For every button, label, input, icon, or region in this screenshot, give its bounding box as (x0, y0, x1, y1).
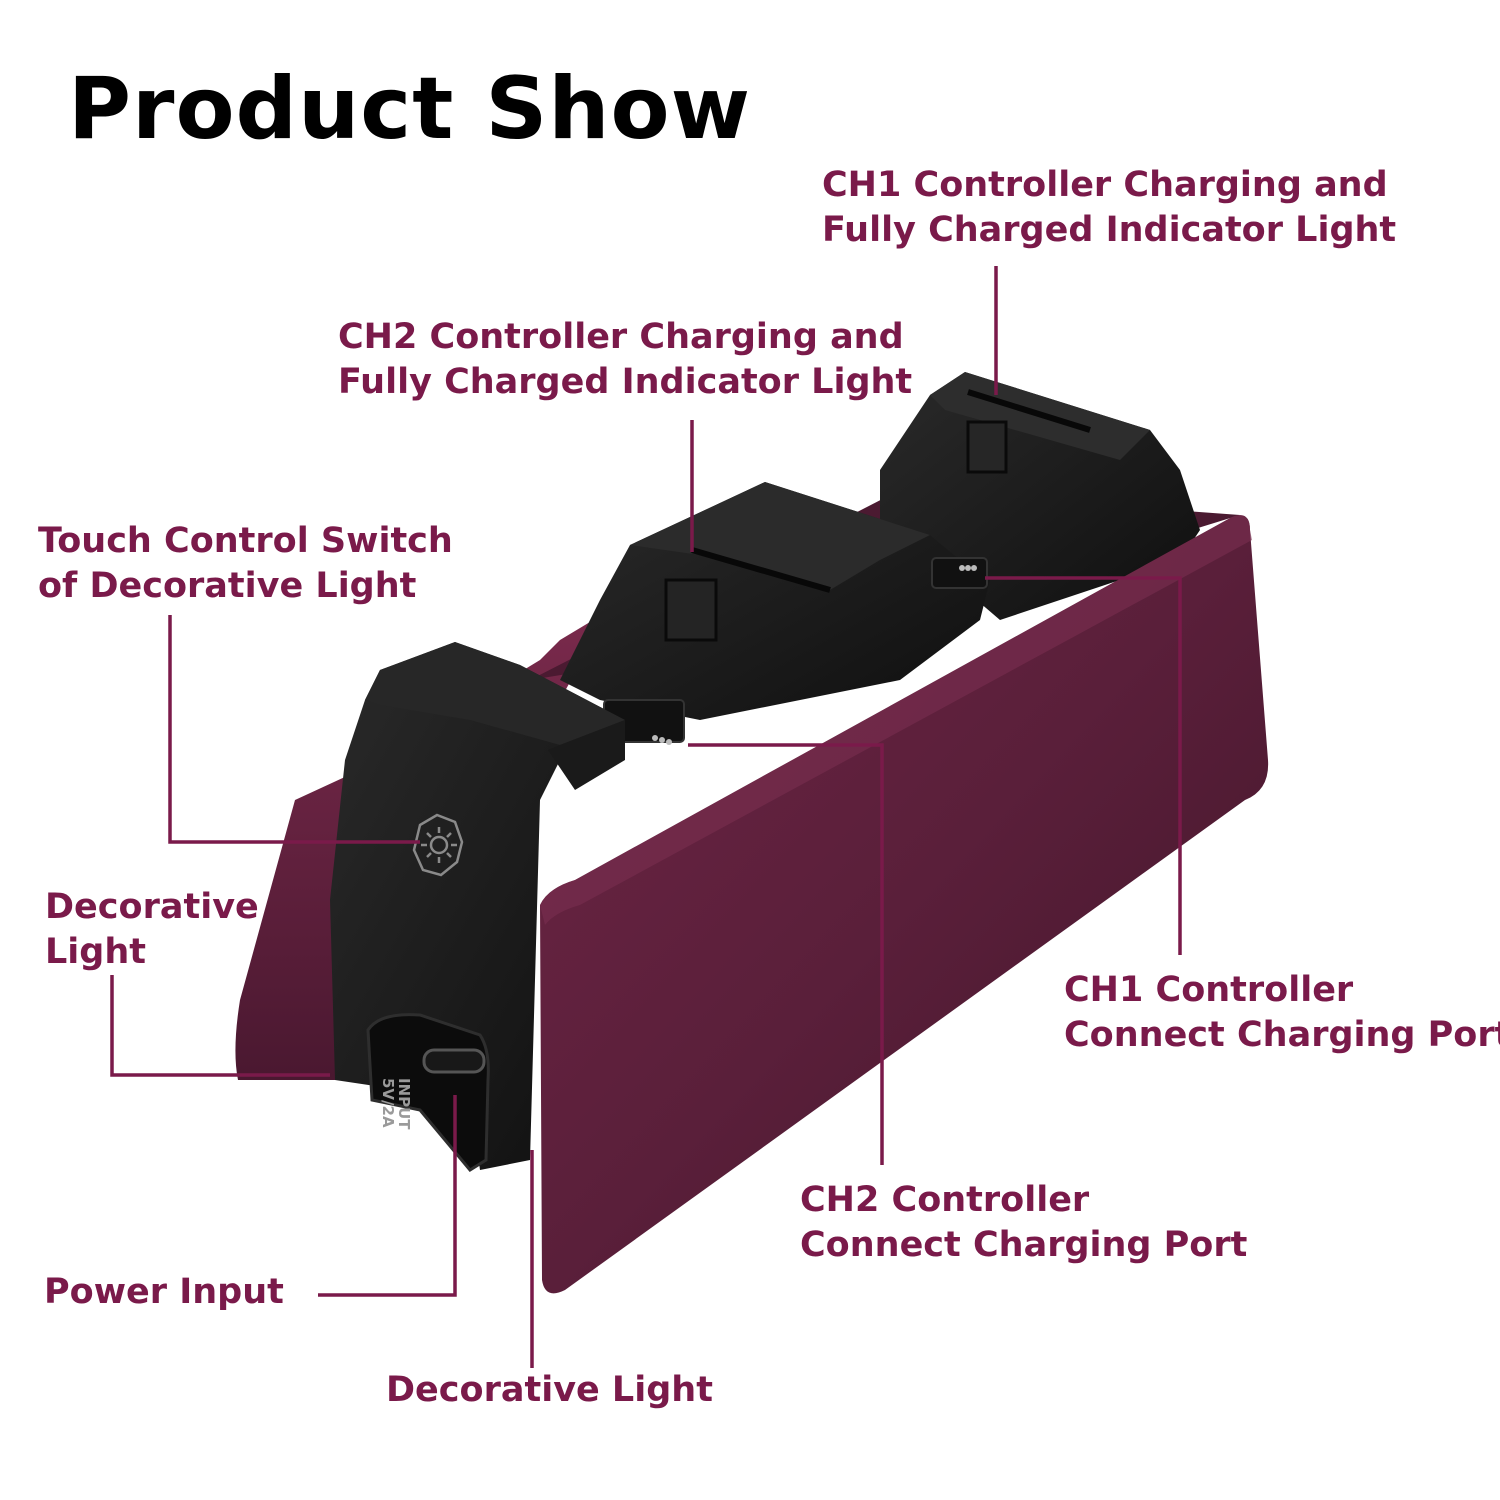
label-line: CH1 Controller Charging and (822, 165, 1388, 205)
label-line: CH1 Controller (1064, 970, 1354, 1010)
label-touch-switch: Touch Control Switch of Decorative Light (38, 519, 453, 609)
label-line: CH2 Controller Charging and (338, 317, 904, 357)
label-decorative-light-left: Decorative Light (45, 885, 259, 975)
port-marking-line: 5V/2A (379, 1078, 397, 1128)
front-block-top (365, 642, 625, 745)
label-decorative-light-bottom: Decorative Light (386, 1370, 713, 1410)
light-sun-icon (412, 813, 464, 877)
usb-c-port-icon (422, 1048, 486, 1074)
label-ch2-port: CH2 Controller Connect Charging Port (800, 1178, 1247, 1268)
label-line: of Decorative Light (38, 566, 417, 606)
leader-lines (110, 266, 1182, 1368)
label-ch1-port: CH1 Controller Connect Charging Port (1064, 968, 1500, 1058)
front-panel (540, 515, 1269, 1294)
label-line: Connect Charging Port (1064, 1015, 1500, 1055)
label-line: Fully Charged Indicator Light (338, 362, 913, 402)
ch2-cradle-top (630, 482, 930, 590)
label-line: Fully Charged Indicator Light (822, 210, 1397, 250)
label-line: Light (45, 932, 147, 972)
page-title: Product Show (68, 59, 752, 159)
label-line: Touch Control Switch (38, 521, 453, 561)
label-line: CH2 Controller (800, 1180, 1090, 1220)
label-power-input: Power Input (44, 1272, 284, 1312)
label-line: Decorative (45, 887, 259, 927)
port-marking-line: INPUT (395, 1078, 413, 1130)
label-line: Connect Charging Port (800, 1225, 1248, 1265)
label-ch1-indicator: CH1 Controller Charging and Fully Charge… (822, 163, 1396, 253)
label-ch2-indicator: CH2 Controller Charging and Fully Charge… (338, 315, 912, 405)
